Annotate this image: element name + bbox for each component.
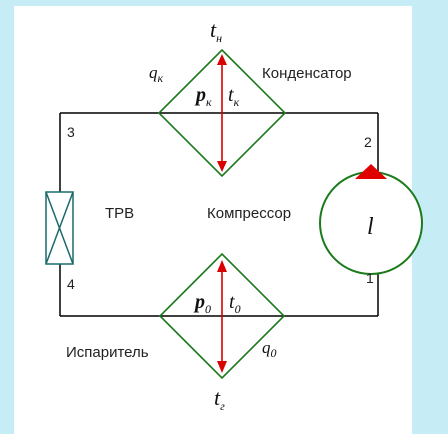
state-point-3: 3 — [67, 124, 75, 140]
expansion-valve — [45, 191, 74, 265]
temp-bottom-label: tг — [214, 385, 225, 413]
condenser-label: Конденсатор — [262, 65, 352, 82]
state-point-1: 1 — [366, 270, 374, 286]
evaporator-pressure-label: p0 — [193, 291, 211, 316]
condenser-pressure-label: pк — [194, 84, 212, 109]
compressor-label: Компрессор — [207, 205, 291, 222]
pipe-loop — [59, 112, 379, 317]
evaporator-heat-label: q0 — [262, 338, 277, 360]
state-point-2: 2 — [364, 134, 372, 150]
evaporator-temp-label: t0 — [229, 291, 241, 316]
evaporator-exchanger — [158, 252, 286, 380]
temp-top-label: tн — [210, 17, 222, 45]
condenser-temp-label: tк — [228, 84, 240, 109]
evaporator-label: Испаритель — [66, 344, 149, 361]
expansion-valve-label: ТРВ — [105, 205, 134, 222]
compressor — [319, 164, 423, 275]
compressor-direction-arrow — [355, 164, 387, 179]
condenser-exchanger — [157, 48, 287, 178]
condenser-heat-label: qк — [149, 63, 164, 85]
state-point-4: 4 — [67, 276, 75, 292]
compressor-work-label: l — [367, 214, 374, 240]
